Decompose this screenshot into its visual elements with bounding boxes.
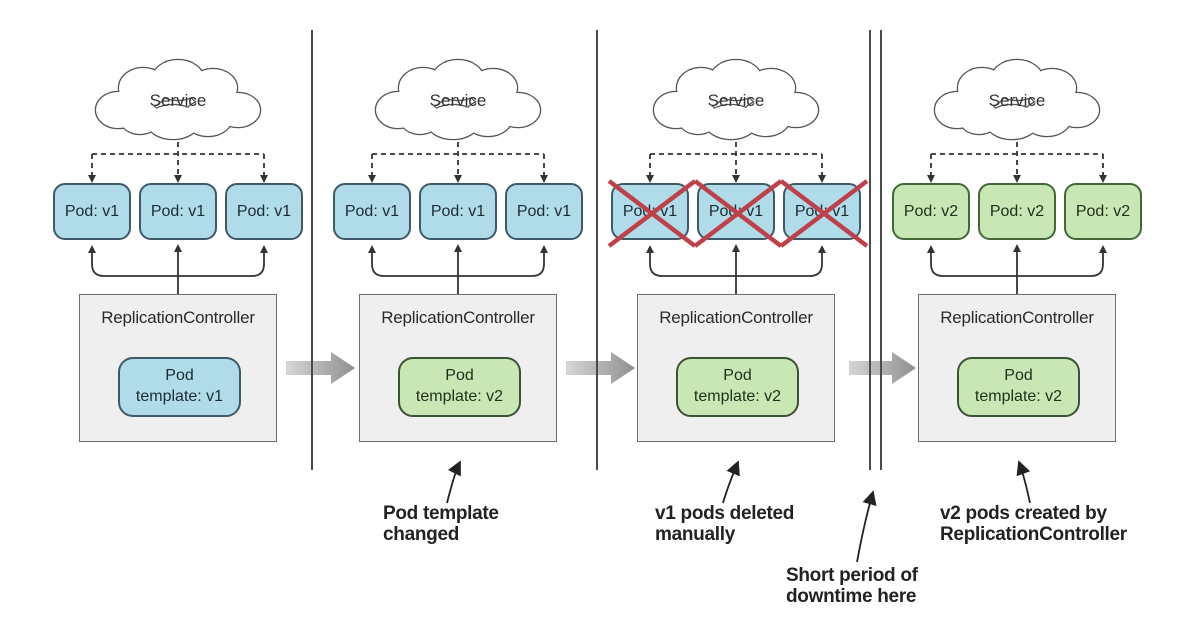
pod-label: Pod: v1	[622, 202, 678, 220]
annotation-v2-pods-created: v2 pods created by ReplicationController	[940, 503, 1127, 545]
pod-template-line1: Pod	[165, 367, 194, 385]
service-label: Service	[150, 91, 207, 110]
pod-box: Pod: v1	[139, 183, 217, 240]
pod-box-deleted: Pod: v1	[607, 179, 697, 248]
panel-state-1: Service Pod: v1 Pod: v1 Pod: v1	[38, 0, 318, 630]
pod-box-deleted: Pod: v1	[693, 179, 783, 248]
replication-controller-box: ReplicationController Pod template: v2	[637, 294, 835, 442]
pod-label: Pod: v2	[1075, 202, 1131, 220]
panel-state-2: Service Pod: v1 Pod: v1 Pod: v1	[318, 0, 598, 630]
pod-label: Pod: v1	[430, 202, 486, 220]
service-label: Service	[989, 91, 1046, 110]
annotation-arrow-icon	[446, 460, 461, 504]
pod-template-line2: template: v2	[974, 388, 1063, 405]
replication-controller-label: ReplicationController	[659, 308, 813, 327]
annotation-pod-template-changed: Pod template changed	[383, 503, 499, 545]
replication-controller-label: ReplicationController	[101, 308, 255, 327]
controller-to-pods-links	[927, 244, 1107, 294]
pod-label: Pod: v1	[150, 202, 206, 220]
pod-template-box: Pod template: v2	[957, 357, 1080, 417]
pod-label: Pod: v1	[516, 202, 572, 220]
pod-template-line2: template: v1	[135, 388, 224, 405]
pod-template-line2: template: v2	[693, 388, 782, 405]
annotation-v1-pods-deleted: v1 pods deleted manually	[655, 503, 795, 545]
transition-arrow-icon	[566, 352, 635, 384]
controller-to-pods-links	[88, 244, 268, 294]
pod-template-line1: Pod	[445, 367, 474, 385]
service-cloud-icon: Service	[374, 58, 542, 141]
pod-box-deleted: Pod: v1	[779, 179, 869, 248]
replication-controller-box: ReplicationController Pod template: v2	[359, 294, 557, 442]
pod-label: Pod: v2	[989, 202, 1045, 220]
pod-label: Pod: v1	[708, 202, 764, 220]
pod-template-line2: template: v2	[415, 388, 504, 405]
pod-box: Pod: v1	[333, 183, 411, 240]
service-cloud-icon: Service	[933, 58, 1101, 141]
pod-label: Pod: v1	[236, 202, 292, 220]
pod-template-box: Pod template: v2	[398, 357, 521, 417]
replication-controller-label: ReplicationController	[381, 308, 535, 327]
pod-box: Pod: v2	[1064, 183, 1142, 240]
pod-label: Pod: v1	[794, 202, 850, 220]
service-cloud-icon: Service	[652, 58, 820, 141]
pod-template-box: Pod template: v2	[676, 357, 799, 417]
pod-box: Pod: v1	[419, 183, 497, 240]
annotation-arrow-icon	[856, 490, 877, 563]
panel-state-3: Service Pod: v1 Pod: v1	[596, 0, 876, 630]
pod-box: Pod: v1	[53, 183, 131, 240]
pod-template-line1: Pod	[1004, 367, 1033, 385]
annotation-arrow-icon	[1016, 460, 1031, 504]
replication-controller-box: ReplicationController Pod template: v1	[79, 294, 277, 442]
service-to-pods-links	[88, 142, 268, 183]
pod-template-line1: Pod	[723, 367, 752, 385]
transition-arrow-icon	[849, 352, 916, 384]
transition-arrow-icon	[286, 352, 355, 384]
annotation-arrow-icon	[722, 460, 740, 504]
service-label: Service	[430, 91, 487, 110]
service-cloud-icon: Service	[94, 58, 262, 141]
panel-state-4: Service Pod: v2 Pod: v2 Pod: v2	[877, 0, 1157, 630]
service-label: Service	[708, 91, 765, 110]
pod-label: Pod: v1	[344, 202, 400, 220]
pod-label: Pod: v1	[64, 202, 120, 220]
controller-to-pods-links	[646, 244, 826, 294]
controller-to-pods-links	[368, 244, 548, 294]
pod-box: Pod: v1	[505, 183, 583, 240]
pod-template-box: Pod template: v1	[118, 357, 241, 417]
annotation-short-downtime: Short period of downtime here	[786, 565, 918, 607]
replication-controller-box: ReplicationController Pod template: v2	[918, 294, 1116, 442]
service-to-pods-links	[927, 142, 1107, 183]
pod-box: Pod: v2	[978, 183, 1056, 240]
service-to-pods-links	[368, 142, 548, 183]
service-to-pods-links	[646, 142, 826, 183]
pod-label: Pod: v2	[903, 202, 959, 220]
replication-controller-label: ReplicationController	[940, 308, 1094, 327]
pod-box: Pod: v2	[892, 183, 970, 240]
pod-box: Pod: v1	[225, 183, 303, 240]
